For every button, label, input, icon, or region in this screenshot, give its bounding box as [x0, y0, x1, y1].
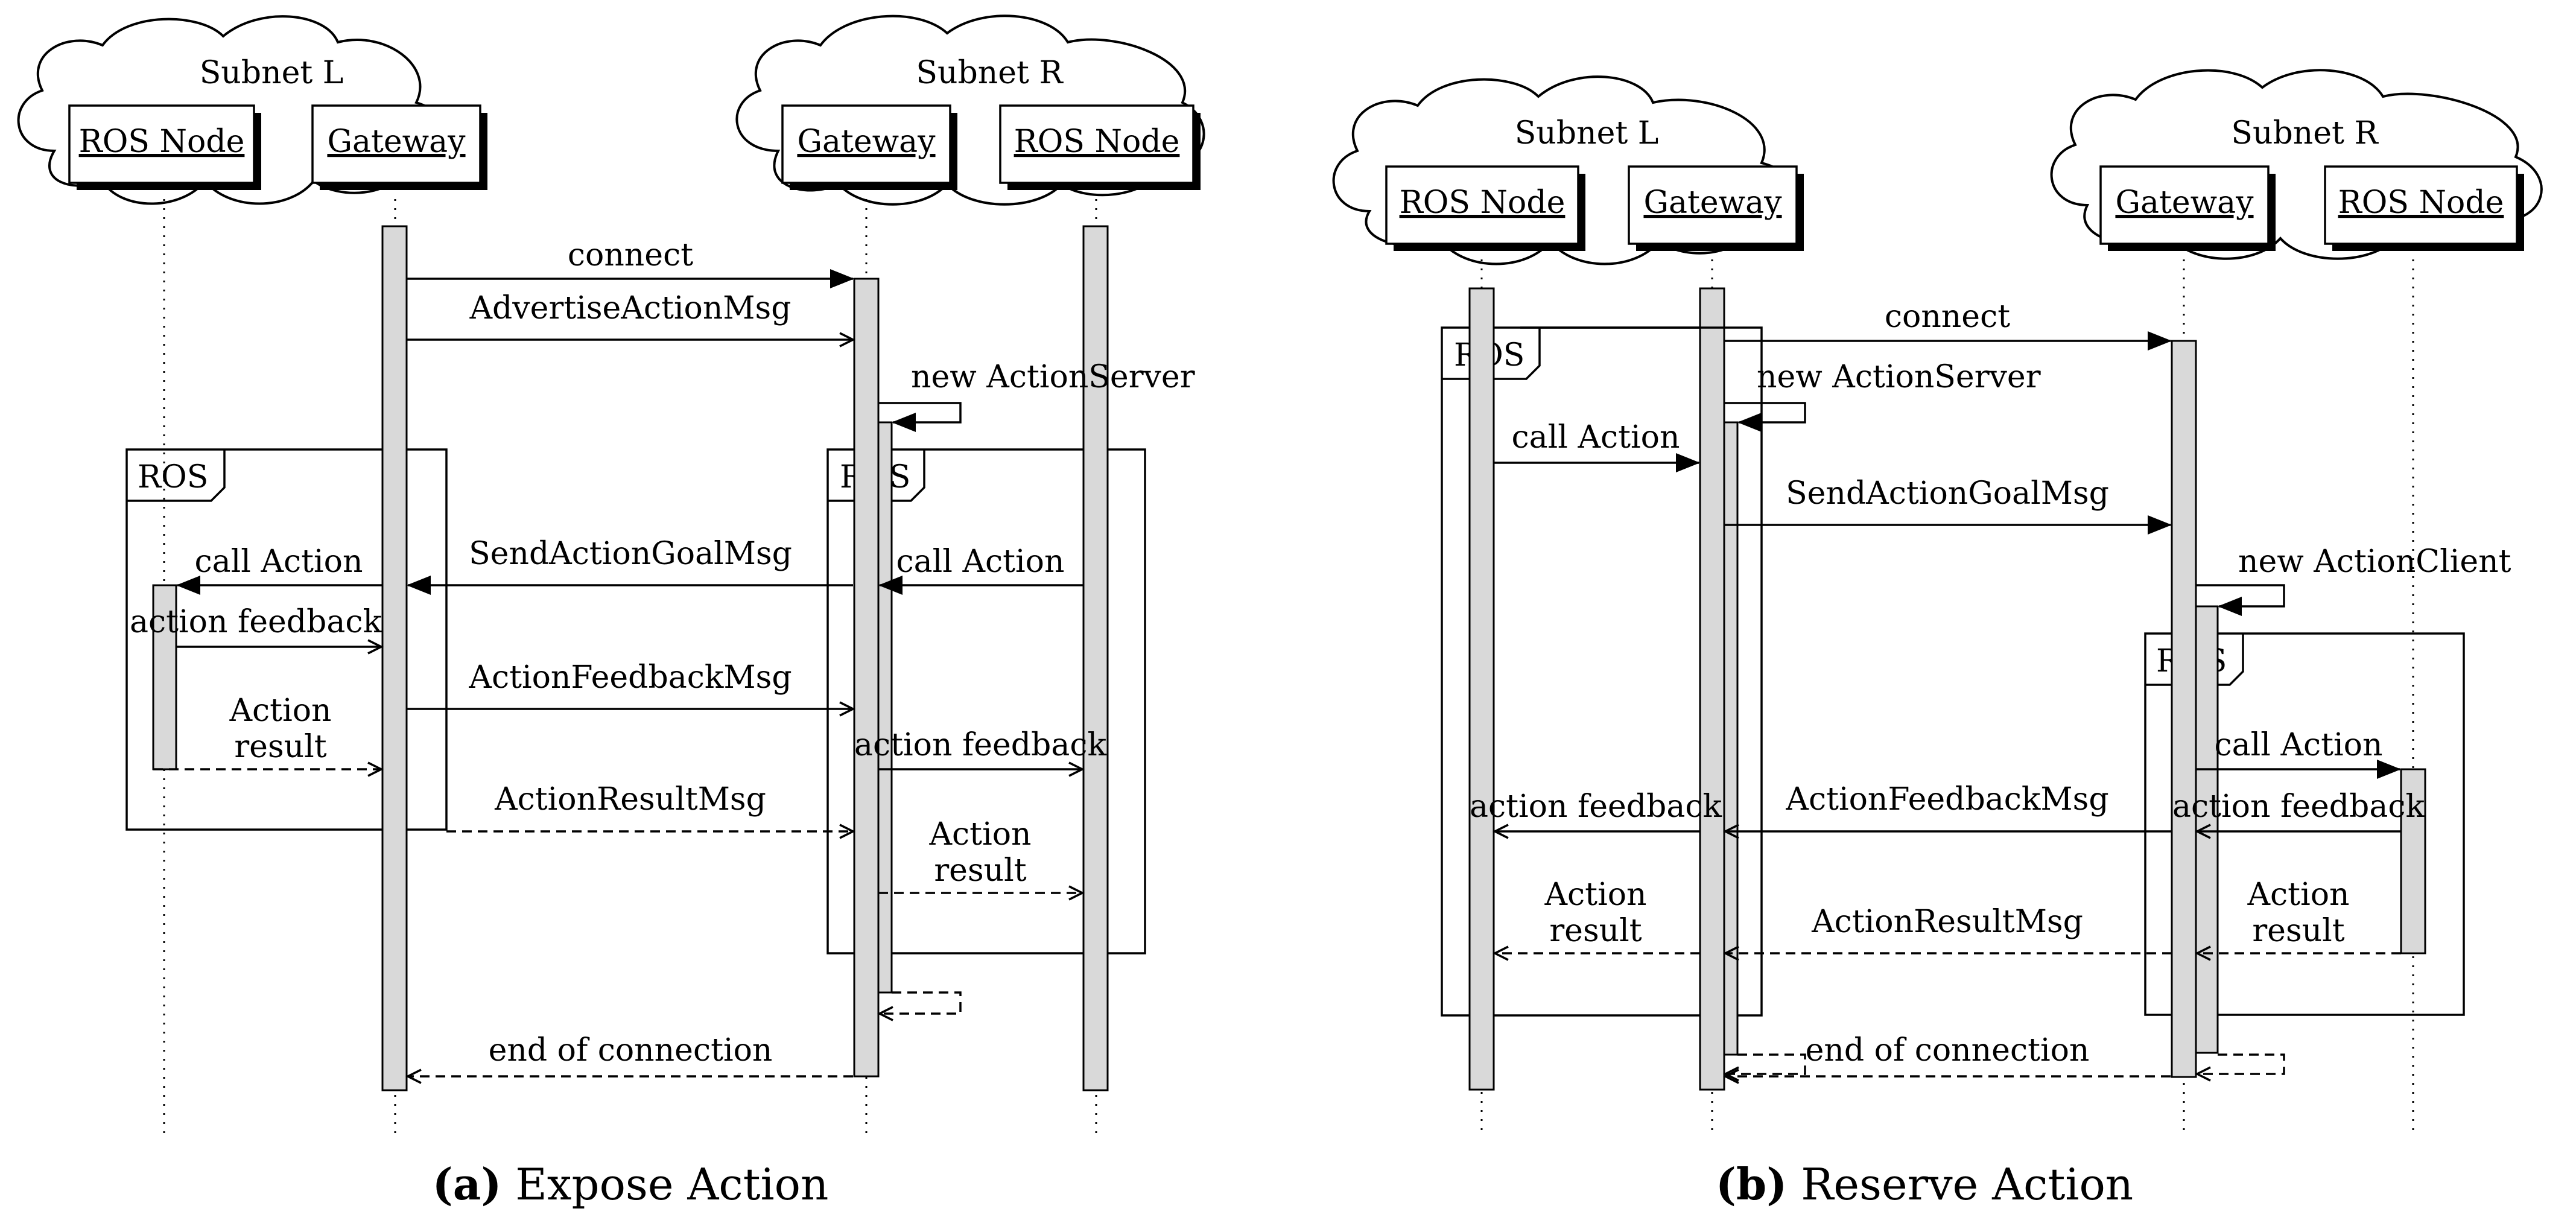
msg-result-msg-b: ActionResultMsg: [1723, 904, 2172, 961]
msg-result-l-a: Action result: [153, 693, 384, 777]
svg-text:AdvertiseActionMsg: AdvertiseActionMsg: [469, 290, 791, 326]
subnet-l-label-a: Subnet L: [200, 55, 344, 91]
subnet-r-label-b: Subnet R: [2231, 115, 2379, 151]
svg-text:new ActionServer: new ActionServer: [911, 359, 1195, 395]
activation-gateway-l-b: [1699, 287, 1725, 1091]
msg-result-r-b: Action result: [2195, 877, 2401, 961]
svg-text:Gateway: Gateway: [327, 124, 466, 160]
msg-new-server-a: new ActionServer: [878, 359, 1195, 432]
svg-text:ROS: ROS: [138, 459, 208, 495]
activation-ros-node-r-b: [2400, 768, 2426, 954]
activation-action-server-b: [1723, 421, 1739, 1056]
msg-result-l-b: Action result: [1493, 877, 1700, 961]
svg-text:Action: Action: [929, 816, 1032, 853]
msg-end-connection-b: end of connection: [1723, 1032, 2171, 1084]
svg-text:result: result: [934, 853, 1026, 889]
svg-text:ROS Node: ROS Node: [1014, 124, 1180, 160]
caption-b: (b) Reserve Action: [1716, 1158, 2133, 1210]
msg-call-action-r-b: call Action: [2196, 727, 2401, 779]
svg-text:ActionFeedbackMsg: ActionFeedbackMsg: [468, 659, 792, 696]
svg-text:result: result: [2252, 913, 2344, 949]
msg-feedback-r-a: action feedback: [854, 727, 1106, 777]
participant-ros-node-l-b: ROS Node: [1385, 165, 1585, 251]
svg-text:end of connection: end of connection: [489, 1032, 773, 1069]
svg-text:action feedback: action feedback: [1470, 789, 1722, 825]
svg-text:call Action: call Action: [896, 544, 1065, 580]
ros-frame-left-a: ROS: [125, 448, 448, 831]
svg-text:ROS Node: ROS Node: [2338, 185, 2504, 221]
participant-gateway-r-a: Gateway: [781, 104, 957, 190]
diagram-b: Subnet L Subnet R ROS Node Gateway Gatew…: [1332, 69, 2543, 1210]
svg-text:new ActionClient: new ActionClient: [2238, 544, 2511, 580]
activation-ros-node-r-a: [1082, 225, 1109, 1091]
svg-text:Gateway: Gateway: [2115, 185, 2254, 221]
participant-gateway-l-b: Gateway: [1628, 165, 1804, 251]
msg-feedback-l-b: action feedback: [1470, 789, 1722, 839]
participant-ros-node-r-a: ROS Node: [999, 104, 1201, 190]
caption-a: (a) Expose Action: [433, 1158, 829, 1210]
msg-call-action-l-b: call Action: [1494, 419, 1700, 472]
msg-new-client-b: new ActionClient: [2196, 544, 2511, 616]
svg-text:Action: Action: [2247, 877, 2350, 913]
participant-ros-node-r-b: ROS Node: [2324, 165, 2524, 251]
msg-call-action-r-a: call Action: [878, 544, 1083, 595]
activation-gateway-r-a: [853, 278, 880, 1078]
svg-text:action feedback: action feedback: [2172, 789, 2425, 825]
msg-send-goal-a: SendActionGoalMsg: [407, 536, 853, 595]
svg-text:action feedback: action feedback: [854, 727, 1106, 763]
svg-text:SendActionGoalMsg: SendActionGoalMsg: [1786, 475, 2109, 512]
subnet-r-label-a: Subnet R: [916, 55, 1064, 91]
activation-gateway-r-b: [2171, 340, 2197, 1078]
msg-result-r-a: Action result: [878, 816, 1085, 901]
msg-connect-b: connect: [1724, 299, 2172, 351]
svg-text:Action: Action: [229, 693, 332, 729]
msg-send-goal-b: SendActionGoalMsg: [1724, 475, 2172, 535]
activation-action-server-a: [877, 421, 893, 994]
msg-end-connection-a: end of connection: [405, 1032, 853, 1084]
svg-text:new ActionServer: new ActionServer: [1757, 359, 2041, 395]
participant-gateway-r-b: Gateway: [2099, 165, 2276, 251]
svg-text:Action: Action: [1544, 877, 1647, 913]
msg-server-destroy-b: [1723, 1053, 1806, 1082]
svg-text:connect: connect: [568, 237, 693, 273]
msg-result-msg-a: ActionResultMsg: [446, 781, 855, 839]
msg-client-destroy-b: [2195, 1053, 2285, 1082]
msg-feedback-r-b: action feedback: [2172, 789, 2425, 839]
diagram-a: Subnet L Subnet R ROS Node Gateway Gatew…: [17, 14, 1205, 1210]
msg-feedback-msg-a: ActionFeedbackMsg: [407, 659, 855, 717]
svg-text:result: result: [1549, 913, 1642, 949]
msg-feedback-msg-b: ActionFeedbackMsg: [1723, 781, 2172, 839]
activation-action-client-b: [2195, 605, 2219, 1054]
svg-text:result: result: [234, 729, 326, 765]
svg-text:end of connection: end of connection: [1806, 1032, 2090, 1069]
svg-text:call Action: call Action: [2215, 727, 2383, 763]
svg-text:connect: connect: [1885, 299, 2010, 335]
svg-text:ActionFeedbackMsg: ActionFeedbackMsg: [1785, 781, 2108, 818]
activation-ros-node-l-b: [1468, 287, 1495, 1091]
msg-call-action-l-a: call Action: [176, 544, 382, 595]
svg-text:SendActionGoalMsg: SendActionGoalMsg: [469, 536, 792, 572]
activation-gateway-l-a: [381, 225, 408, 1091]
msg-feedback-l-a: action feedback: [130, 604, 384, 655]
subnet-l-label-b: Subnet L: [1515, 115, 1659, 151]
svg-text:action feedback: action feedback: [130, 604, 382, 640]
activation-ros-node-l-a: [152, 584, 177, 770]
svg-text:ROS Node: ROS Node: [79, 124, 245, 160]
msg-connect-a: connect: [407, 237, 854, 288]
msg-new-server-b: new ActionServer: [1724, 359, 2041, 432]
participant-ros-node-l-a: ROS Node: [68, 104, 261, 190]
svg-text:call Action: call Action: [195, 544, 363, 580]
svg-text:Gateway: Gateway: [797, 124, 936, 160]
svg-text:ROS Node: ROS Node: [1400, 185, 1566, 221]
msg-advertise-a: AdvertiseActionMsg: [407, 290, 855, 348]
svg-text:Gateway: Gateway: [1643, 185, 1782, 221]
svg-text:call Action: call Action: [1512, 419, 1680, 456]
participant-gateway-l-a: Gateway: [311, 104, 487, 190]
svg-text:ActionResultMsg: ActionResultMsg: [494, 781, 766, 818]
svg-text:ActionResultMsg: ActionResultMsg: [1811, 904, 2083, 940]
msg-server-destroy-a: [877, 991, 962, 1021]
